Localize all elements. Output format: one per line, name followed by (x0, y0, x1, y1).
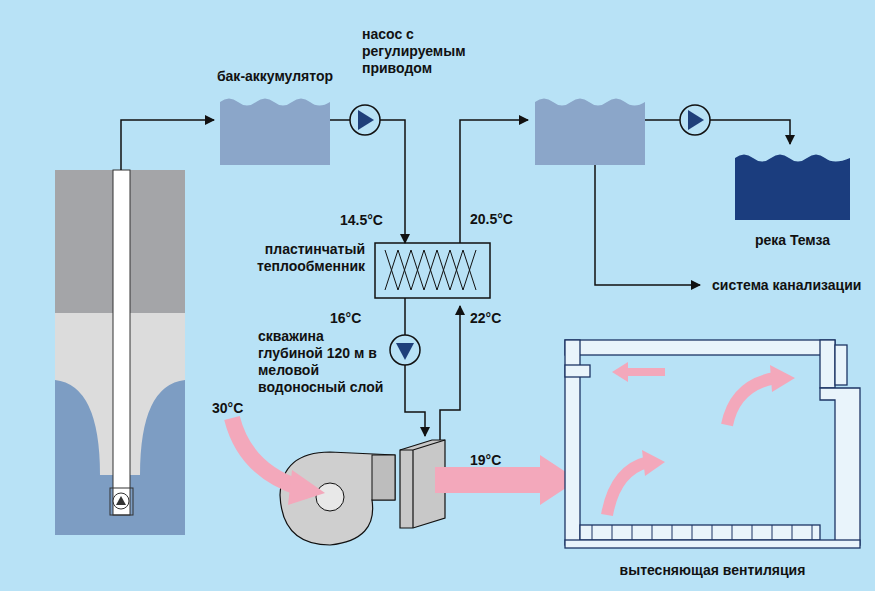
fan (280, 452, 395, 545)
air-arrow (435, 455, 578, 505)
river (735, 155, 850, 221)
pipe-connector (380, 120, 405, 243)
node-label: река Темза (755, 232, 830, 249)
heat-exchanger (375, 243, 490, 298)
tank (220, 99, 330, 166)
pipe-connector (330, 119, 350, 121)
node-label: насос с регулируемым приводом (362, 26, 480, 77)
river-tank: река Темза (735, 150, 850, 220)
storage-tank: бак-аккумулятор (220, 95, 330, 165)
node-label: бак-аккумулятор (217, 68, 333, 85)
pump-symbol (680, 105, 710, 135)
note-label: система канализации (712, 277, 861, 294)
temperature-label: 22°C (470, 310, 501, 327)
note-label: скважина глубиной 120 м в меловой водоно… (258, 328, 386, 396)
node-label: пластинчатый теплообменник (253, 241, 365, 275)
building: вытесняющая вентиляция (565, 340, 860, 550)
borehole (55, 120, 214, 535)
temperature-label: 19°C (470, 452, 501, 469)
temperature-label: 14.5°C (340, 212, 383, 229)
temperature-label: 20.5°C (470, 211, 513, 228)
tank (535, 99, 645, 166)
node-label: вытесняющая вентиляция (620, 562, 806, 579)
building (565, 340, 860, 548)
temperature-label: 30°C (212, 400, 243, 417)
pump-symbol (390, 335, 420, 365)
pump-symbol (350, 105, 380, 135)
pump: насос с регулируемым приводом (350, 105, 380, 135)
temperature-label: 16°C (330, 310, 361, 327)
heat-exchanger-box: пластинчатый теплообменник (375, 243, 490, 298)
